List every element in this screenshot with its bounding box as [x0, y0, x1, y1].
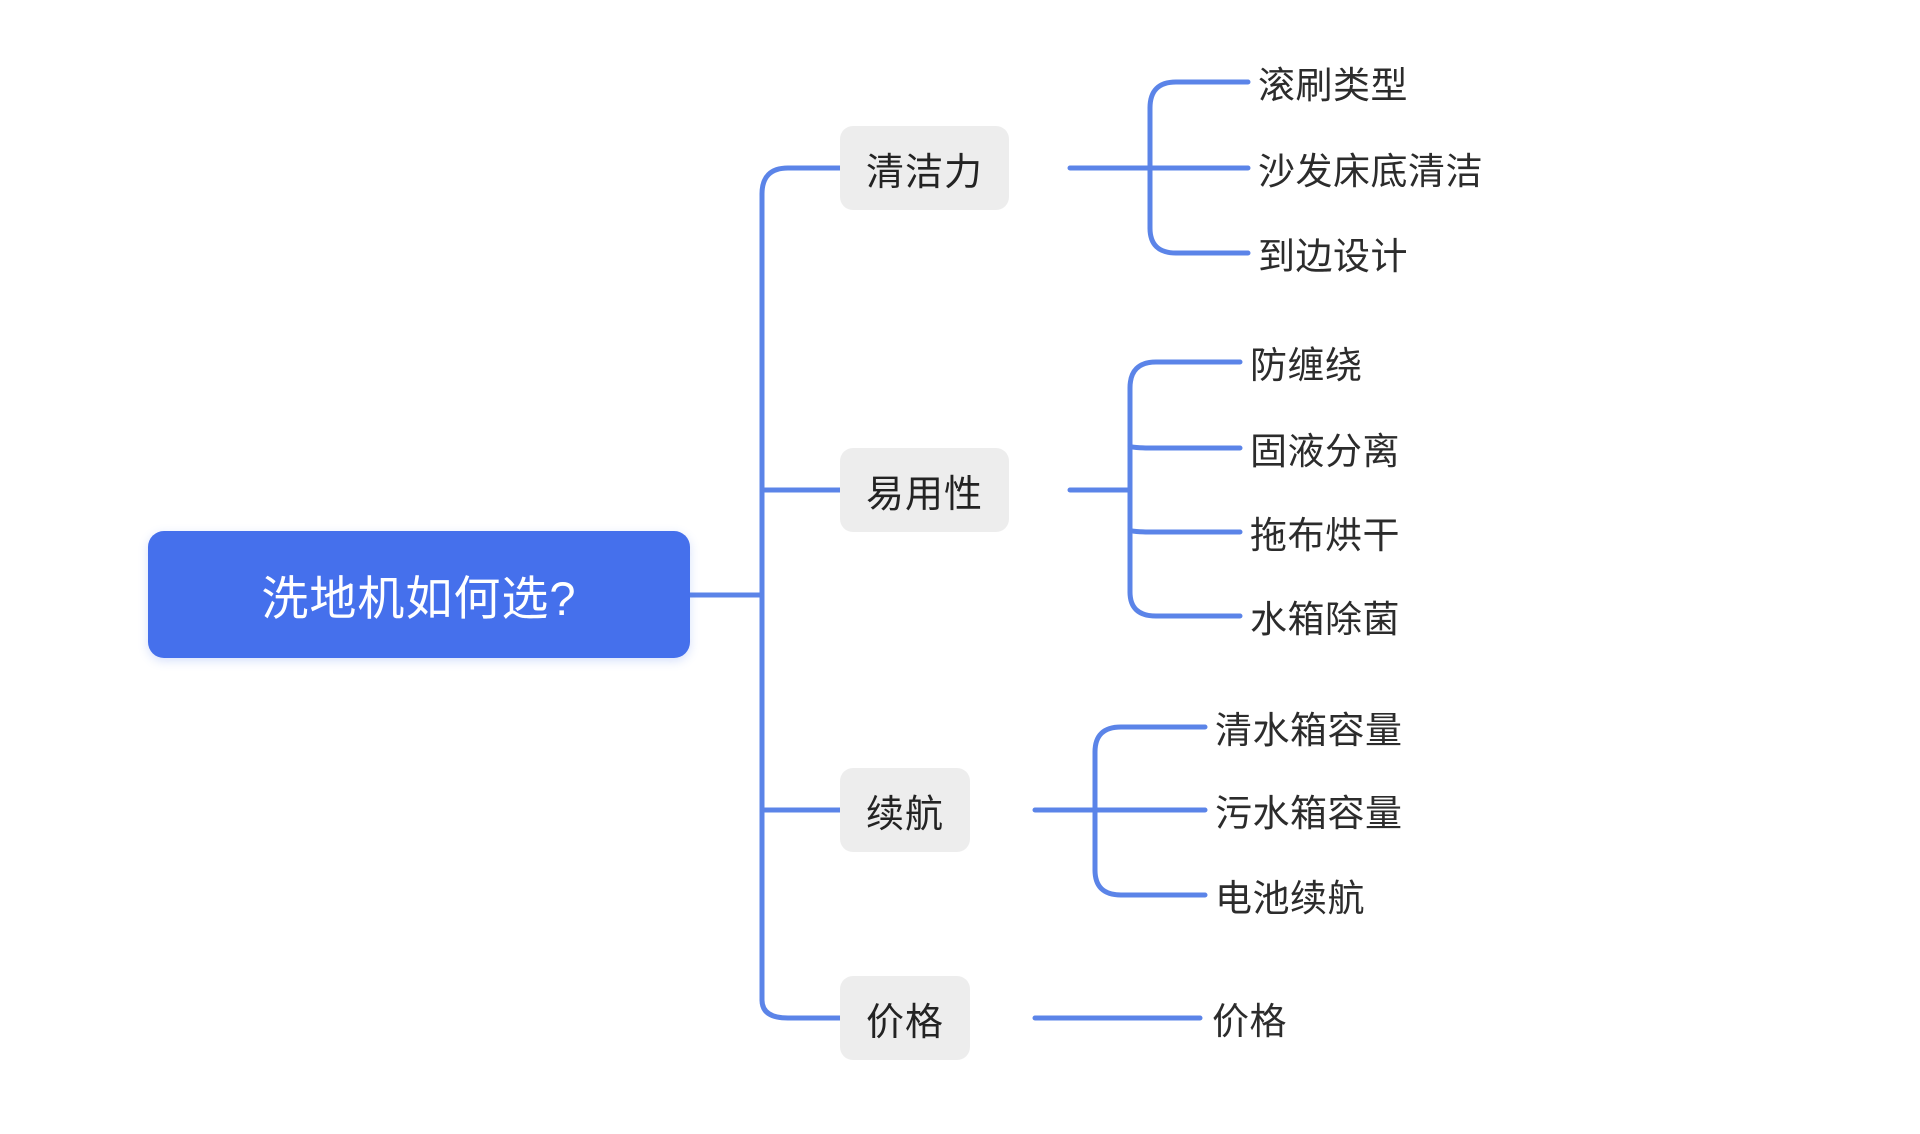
branch-node-cleaning-power[interactable]: 清洁力 [840, 126, 1010, 210]
leaf-node-dirty-water-tank-capacity[interactable]: 污水箱容量 [1215, 793, 1403, 834]
connector-branch-2-leaf-4 [1127, 589, 1243, 619]
leaf-node-mop-drying[interactable]: 拖布烘干 [1250, 515, 1400, 556]
connector-branch-2-leaf-1 [1127, 359, 1243, 391]
connector-branch-3-leaf-1 [1092, 724, 1208, 755]
leaf-node-roller-brush-type[interactable]: 滚刷类型 [1258, 65, 1408, 106]
connector-branch-1-leaf-3 [1147, 225, 1251, 256]
root-node[interactable]: 洗地机如何选? [148, 531, 690, 658]
branch-node-usability[interactable]: 易用性 [840, 448, 1010, 532]
leaf-node-anti-tangle[interactable]: 防缠绕 [1250, 345, 1363, 386]
connector-branch-1-leaf-1 [1147, 79, 1251, 111]
branch-node-price[interactable]: 价格 [840, 976, 971, 1060]
connector-trunk-to-branch-1 [759, 165, 843, 197]
connector-branch-2-leaf-2 [1127, 443, 1243, 451]
connector-branch-3-leaf-3 [1092, 867, 1208, 898]
connector-branch-2-leaf-3 [1127, 527, 1243, 535]
leaf-node-sofa-bed-bottom-cleaning[interactable]: 沙发床底清洁 [1258, 151, 1483, 192]
leaf-node-edge-design[interactable]: 到边设计 [1258, 236, 1408, 277]
branch-node-endurance[interactable]: 续航 [840, 768, 971, 852]
leaf-node-solid-liquid-separation[interactable]: 固液分离 [1250, 431, 1400, 472]
leaf-node-price[interactable]: 价格 [1212, 1001, 1287, 1042]
connector-trunk-to-branch-4 [759, 997, 843, 1021]
leaf-node-water-tank-sterilization[interactable]: 水箱除菌 [1250, 599, 1400, 640]
leaf-node-battery-life[interactable]: 电池续航 [1215, 878, 1365, 919]
leaf-node-clean-water-tank-capacity[interactable]: 清水箱容量 [1215, 710, 1403, 751]
